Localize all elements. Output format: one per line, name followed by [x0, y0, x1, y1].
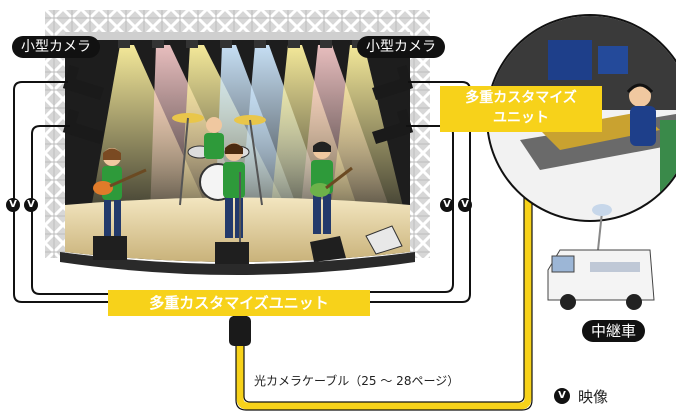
- small-camera-label-right-text: 小型カメラ: [366, 39, 436, 55]
- relay-vehicle-label: 中継車: [582, 320, 646, 342]
- optical-cable-label: 光カメラケーブル（25 〜 28ページ）: [254, 372, 460, 389]
- multiplex-unit-right: 多重カスタマイズ ユニット: [440, 86, 602, 132]
- video-badge-icon: V: [24, 198, 38, 212]
- multiplex-unit-bottom: 多重カスタマイズユニット: [108, 290, 370, 316]
- legend-video-icon: V: [554, 388, 570, 404]
- multiplex-unit-right-line2: ユニット: [493, 110, 549, 126]
- optical-camera-cable: [236, 178, 532, 410]
- small-camera-label-left-text: 小型カメラ: [21, 39, 91, 55]
- small-camera-label-left: 小型カメラ: [12, 36, 100, 58]
- small-camera-label-right: 小型カメラ: [357, 36, 445, 58]
- video-badge-icon: V: [458, 198, 472, 212]
- legend-video-text: 映像: [578, 388, 609, 406]
- multiplex-unit-bottom-text: 多重カスタマイズユニット: [149, 294, 329, 312]
- broadcast-van: [547, 204, 655, 310]
- relay-vehicle-label-text: 中継車: [591, 322, 637, 340]
- multiplex-unit-right-line1: 多重カスタマイズ: [465, 90, 577, 106]
- stage-scene: [45, 10, 430, 275]
- video-badge-icon: V: [440, 198, 454, 212]
- video-badge-icon: V: [6, 198, 20, 212]
